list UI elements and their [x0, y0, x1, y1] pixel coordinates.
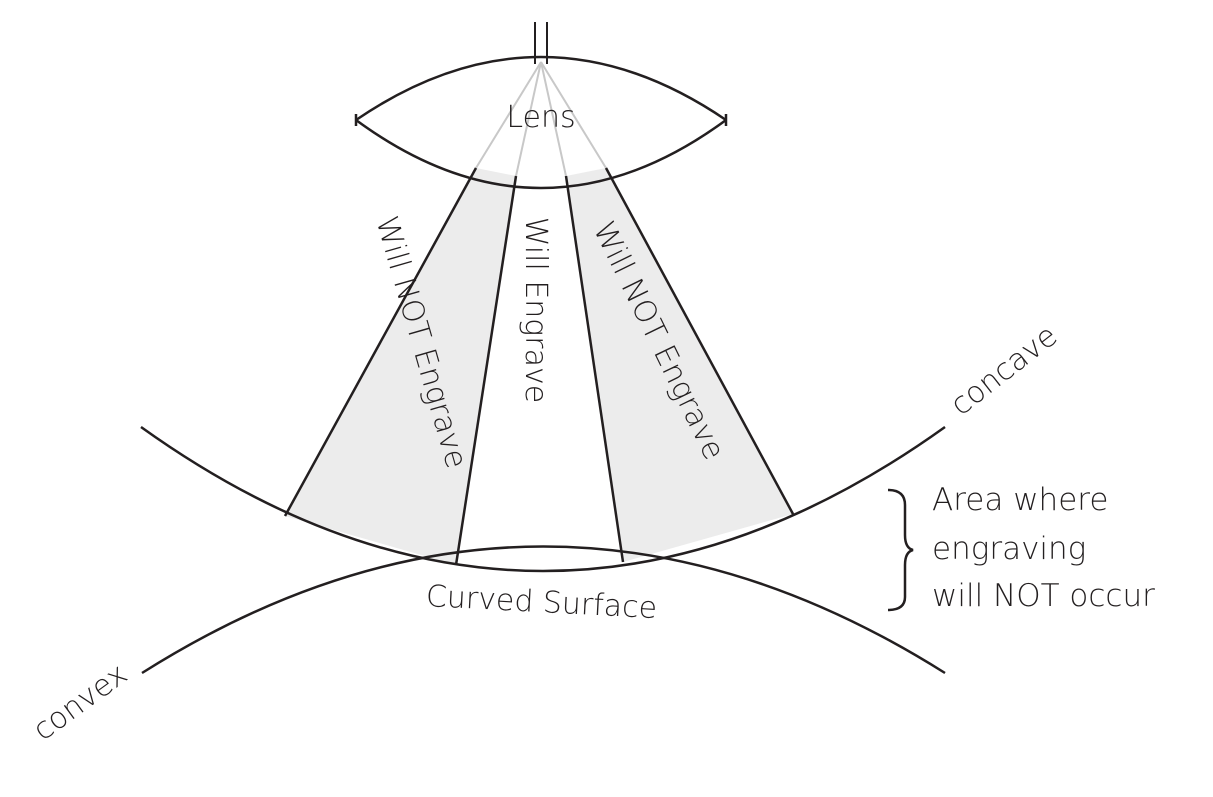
curved-surface-label: Curved Surface	[425, 579, 658, 626]
area-note-line-2: engraving	[932, 531, 1086, 567]
will-engrave-label: Will Engrave	[518, 217, 553, 403]
concave-label: concave	[944, 318, 1064, 423]
no-engrave-region-right	[566, 168, 793, 562]
convex-label: convex	[27, 657, 134, 748]
beam-lines	[283, 167, 795, 566]
lens-label: Lens	[506, 100, 575, 135]
convex-surface-curve	[141, 545, 946, 675]
area-note-line-1: Area where	[932, 482, 1108, 518]
concave-surface-curve	[140, 425, 946, 573]
beam-lines-in-lens	[475, 61, 607, 177]
area-note-line-3: will NOT occur	[932, 578, 1155, 614]
area-brace	[887, 488, 914, 612]
lens-shape	[354, 55, 728, 190]
no-engrave-region-left	[285, 168, 516, 565]
